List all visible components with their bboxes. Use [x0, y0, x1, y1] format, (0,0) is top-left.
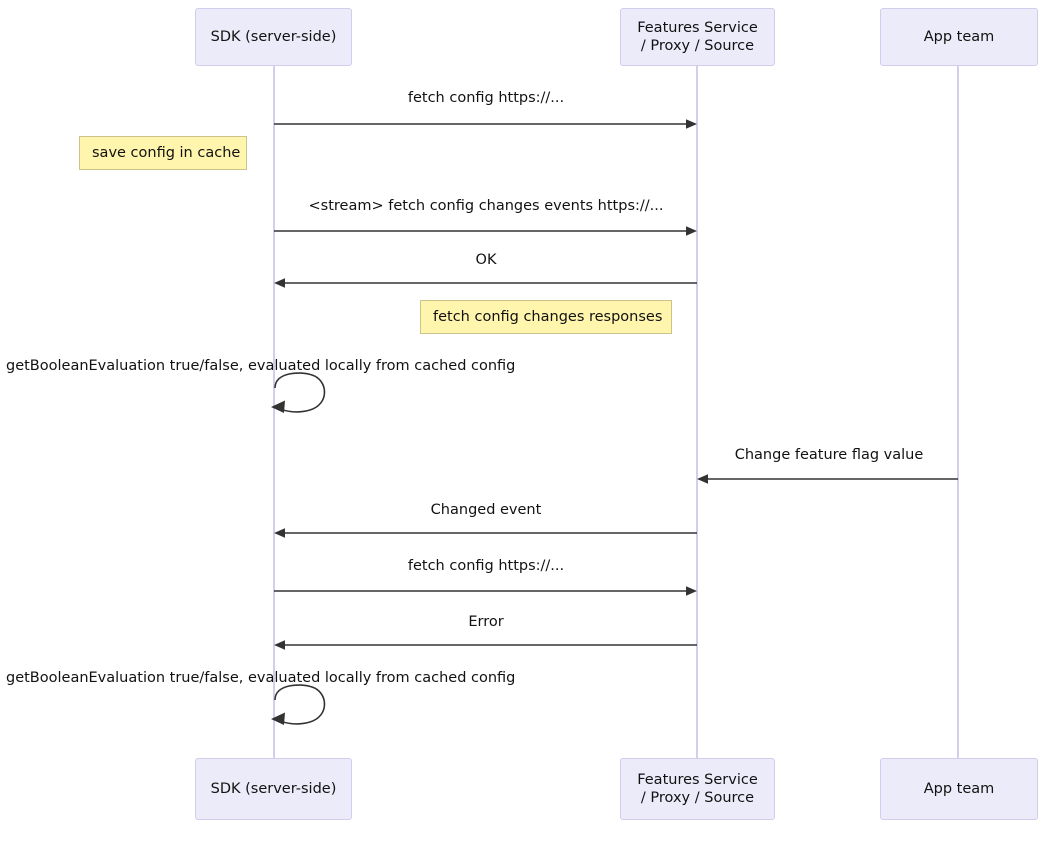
participant-header-sdk[interactable]: SDK (server-side): [195, 8, 352, 66]
message-label-error: Error: [468, 614, 504, 630]
arrow-fetch-config-1: [274, 119, 697, 129]
note-text-save-config-in-cache: save config in cache: [92, 145, 241, 161]
arrow-stream-fetch-config-changes: [274, 226, 697, 236]
participant-header-app-team[interactable]: App team: [880, 8, 1038, 66]
arrow-fetch-config-2: [274, 586, 697, 596]
lifeline-app-team: [957, 66, 959, 758]
arrow-self-get-boolean-evaluation-2: [271, 684, 326, 725]
message-label-get-boolean-evaluation-1: getBooleanEvaluation true/false, evaluat…: [6, 358, 516, 374]
participant-label-features-service: Features Service / Proxy / Source: [637, 20, 758, 54]
participant-label-sdk: SDK (server-side): [210, 29, 337, 45]
participant-footer-app-team[interactable]: App team: [880, 758, 1038, 820]
message-label-change-feature-flag-value: Change feature flag value: [734, 447, 924, 463]
participant-footer-features-service[interactable]: Features Service / Proxy / Source: [620, 758, 775, 820]
lifeline-features-service: [696, 66, 698, 758]
message-label-stream-fetch-config-changes: <stream> fetch config changes events htt…: [308, 198, 664, 214]
arrow-changed-event: [274, 528, 697, 538]
message-label-get-boolean-evaluation-2: getBooleanEvaluation true/false, evaluat…: [6, 670, 516, 686]
participant-footer-label-app-team: App team: [923, 781, 995, 797]
note-text-fetch-config-changes-responses: fetch config changes responses: [433, 309, 663, 325]
participant-footer-sdk[interactable]: SDK (server-side): [195, 758, 352, 820]
participant-footer-label-sdk: SDK (server-side): [210, 781, 337, 797]
participant-footer-label-features-service: Features Service / Proxy / Source: [637, 772, 758, 806]
arrow-ok: [274, 278, 697, 288]
message-label-changed-event: Changed event: [430, 502, 542, 518]
message-label-fetch-config-2: fetch config https://...: [407, 558, 565, 574]
lifeline-sdk: [273, 66, 275, 758]
note-save-config-in-cache: save config in cache: [79, 136, 247, 170]
arrow-change-feature-flag-value: [697, 474, 958, 484]
participant-label-app-team: App team: [923, 29, 995, 45]
arrow-error: [274, 640, 697, 650]
note-fetch-config-changes-responses: fetch config changes responses: [420, 300, 672, 334]
message-label-ok: OK: [475, 252, 497, 268]
message-label-fetch-config-1: fetch config https://...: [407, 90, 565, 106]
arrow-self-get-boolean-evaluation-1: [271, 372, 326, 413]
participant-header-features-service[interactable]: Features Service / Proxy / Source: [620, 8, 775, 66]
